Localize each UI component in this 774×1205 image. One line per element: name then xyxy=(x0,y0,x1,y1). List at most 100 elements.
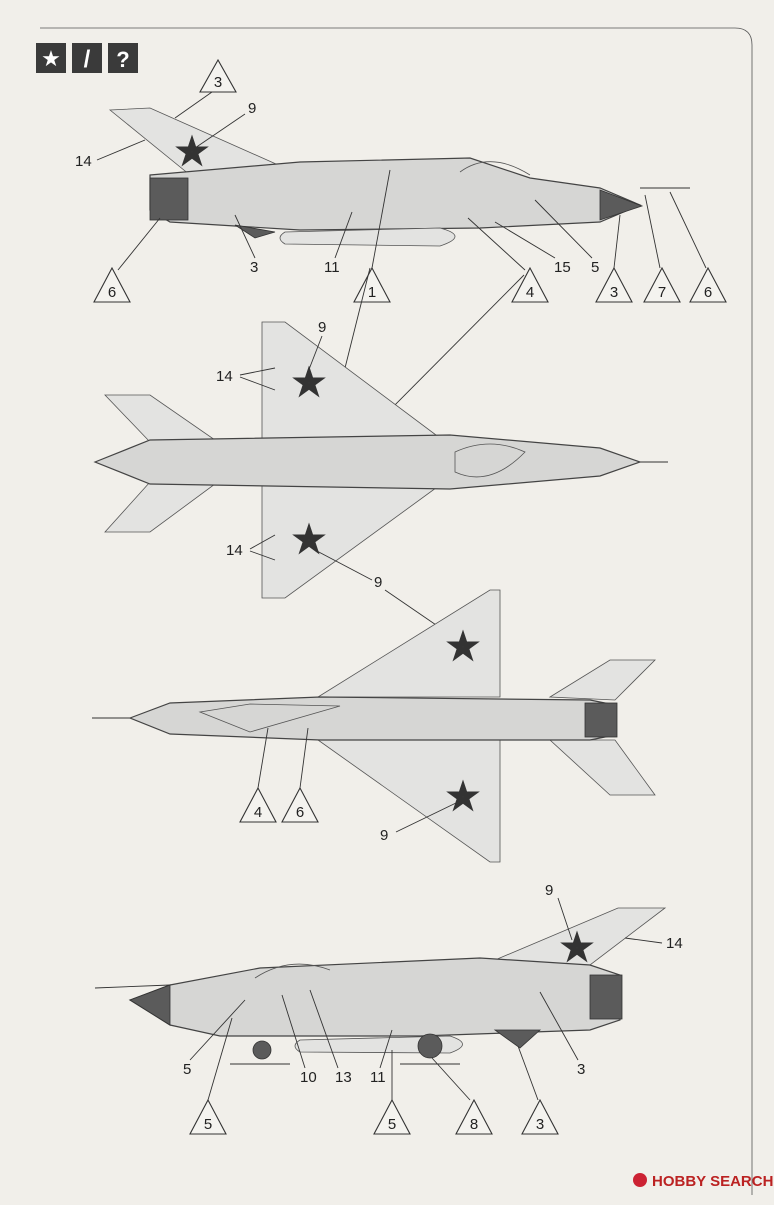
tri-5-mid xyxy=(373,1098,411,1135)
tri-5-left xyxy=(189,1098,227,1135)
tri-4-label: 4 xyxy=(526,284,534,301)
leader-3-right xyxy=(539,991,579,1061)
wing-underside-upper xyxy=(316,589,501,698)
wing-upper xyxy=(261,321,442,439)
tri-5-mid-label: 5 xyxy=(388,1116,396,1133)
callout-3-right: 3 xyxy=(577,1061,585,1078)
leader-14-top-a xyxy=(239,367,276,376)
question-icon-box xyxy=(108,43,138,73)
leader-5 xyxy=(534,199,593,259)
exhaust-nozzle xyxy=(149,177,189,221)
tailplane-underside-upper xyxy=(548,659,656,701)
tri-7-label: 7 xyxy=(658,284,666,301)
leader-9-right xyxy=(557,897,573,941)
tri-5-left-label: 5 xyxy=(204,1116,212,1133)
leader-tri-1b xyxy=(341,267,371,381)
tri-3-top xyxy=(199,58,237,93)
star-insignia-right xyxy=(560,930,594,963)
leader-tri-4-underside xyxy=(257,727,269,789)
tri-6-underside-label: 6 xyxy=(296,804,304,821)
callout-9: 9 xyxy=(248,100,256,117)
callout-13: 13 xyxy=(335,1069,352,1086)
tri-8-label: 8 xyxy=(470,1116,478,1133)
leader-15 xyxy=(494,221,556,259)
leader-tri-6-right xyxy=(669,191,707,269)
tri-3-right-view xyxy=(521,1098,559,1135)
callout-5: 5 xyxy=(591,259,599,276)
wing-underside-lower xyxy=(316,739,501,863)
tri-6-right-label: 6 xyxy=(704,284,712,301)
fuselage-right xyxy=(128,957,621,1037)
leader-9-bottom xyxy=(314,549,373,581)
tri-6-left xyxy=(93,266,131,303)
ventral-fin-right xyxy=(493,1029,542,1049)
callout-15: 15 xyxy=(554,259,571,276)
leader-14-bottom-a xyxy=(249,534,276,550)
leader-tri-4a xyxy=(467,217,526,271)
leader-tri-1a xyxy=(371,169,391,269)
side-view-left: 9 14 3 11 15 5 3 6 1 4 3 7 6 xyxy=(75,58,727,421)
exhaust-right xyxy=(589,974,623,1020)
tri-6-underside xyxy=(281,786,319,823)
tail-fin xyxy=(108,107,286,176)
star-insignia-underside-a xyxy=(446,629,480,662)
tri-8 xyxy=(455,1098,493,1135)
star-icon: ★ xyxy=(41,46,61,71)
leader-tri-3-top xyxy=(174,91,213,119)
tailplane-upper xyxy=(104,394,217,443)
leader-3 xyxy=(234,214,256,259)
callout-3: 3 xyxy=(250,259,258,276)
tri-4 xyxy=(511,266,549,303)
callout-14-bottom: 14 xyxy=(226,542,243,559)
leader-tri-6-left xyxy=(117,217,161,271)
tri-3-right-label: 3 xyxy=(610,284,618,301)
tailplane-underside-lower xyxy=(548,739,656,796)
callout-11: 11 xyxy=(324,259,340,276)
nose-wheel xyxy=(252,1040,272,1060)
callout-9-right: 9 xyxy=(545,882,553,899)
leader-tri-7 xyxy=(644,194,661,269)
wing-lower xyxy=(261,484,442,599)
leader-14-right xyxy=(624,937,663,944)
header-icons: ★ / ? xyxy=(36,43,138,73)
watermark: HOBBY SEARCH xyxy=(633,1173,773,1190)
tri-3-right-view-label: 3 xyxy=(536,1116,544,1133)
top-view: 9 14 14 9 xyxy=(93,319,668,641)
leader-tri-4b xyxy=(379,274,525,421)
drop-tank-underside xyxy=(198,703,341,733)
watermark-text: HOBBY SEARCH xyxy=(652,1173,773,1190)
leader-13 xyxy=(309,989,339,1069)
leader-tri-8 xyxy=(431,1057,471,1101)
tri-1 xyxy=(353,266,391,303)
fuselage-underside xyxy=(128,696,616,741)
leader-9-top xyxy=(307,335,323,373)
leader-9 xyxy=(194,113,246,149)
bottom-view: 9 4 6 xyxy=(92,589,656,863)
side-view-right: 9 14 3 5 10 13 11 5 5 8 3 xyxy=(94,882,683,1135)
leader-11 xyxy=(334,211,353,259)
tri-1-label: 1 xyxy=(368,284,376,301)
watermark-logo xyxy=(633,1173,647,1187)
leader-tri-3-right xyxy=(613,214,621,269)
tri-4-underside xyxy=(239,786,277,823)
leader-11-right xyxy=(379,1029,393,1069)
fuselage-top xyxy=(93,434,642,490)
exhaust-underside xyxy=(584,702,618,738)
tri-3-right xyxy=(595,266,633,303)
drop-tank xyxy=(279,227,456,247)
leader-14-top-b xyxy=(239,376,276,391)
main-wheel xyxy=(417,1033,443,1059)
leader-14-bottom-b xyxy=(249,550,276,561)
star-insignia-top xyxy=(292,365,326,398)
tri-3-top-label: 3 xyxy=(214,74,222,91)
nose-cone xyxy=(599,189,644,221)
leader-9-underside xyxy=(395,801,459,833)
callout-9-bottom: 9 xyxy=(374,574,382,591)
tri-4-underside-label: 4 xyxy=(254,804,262,821)
knife-icon-box xyxy=(72,43,102,73)
leader-tri-3-right-view xyxy=(517,1045,539,1101)
sheet-border xyxy=(40,27,753,1195)
callout-9-top: 9 xyxy=(318,319,326,336)
